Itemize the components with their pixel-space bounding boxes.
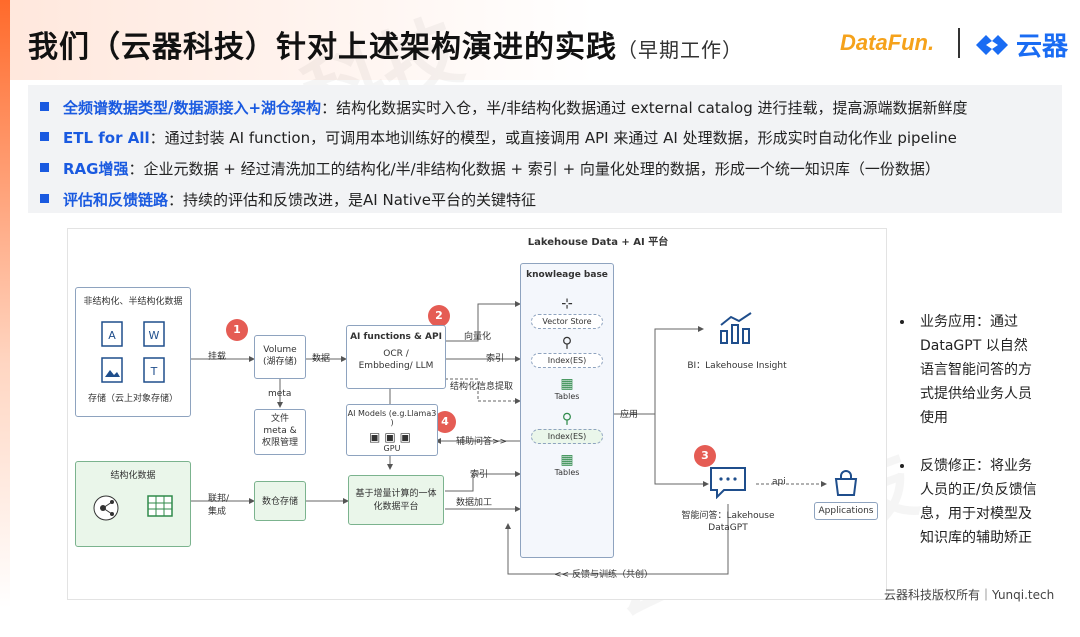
pdf-file-icon: A: [101, 321, 123, 347]
ai-models-title: AI Models (e.g.Llama3 ): [347, 409, 437, 427]
bar-chart-icon: [720, 312, 752, 344]
datafun-logo: DataFun.: [840, 30, 935, 55]
ai-models-box: AI Models (e.g.Llama3 ) ▣▣▣ GPU: [346, 404, 438, 456]
note-text: 反馈修正：将业务人员的正/负反馈信息，用于对模型及知识库的辅助矫正: [920, 458, 1037, 546]
data-label: 数据: [312, 354, 331, 364]
table-grid-icon: [147, 495, 173, 517]
smart-qa-label: 智能问答：Lakehouse DataGPT: [681, 511, 775, 533]
page-subtitle: （早期工作）: [617, 38, 743, 62]
incremental-platform-box: 基于增量计算的一体 化数据平台: [348, 475, 444, 525]
file-meta-box: 文件 meta & 权限管理: [254, 409, 306, 455]
svg-text:W: W: [149, 329, 160, 342]
table-icon: ▦: [560, 452, 574, 468]
image-file-icon: [101, 357, 123, 383]
marker-1: 1: [226, 319, 248, 341]
ai-functions-box: AI functions & API OCR / Embbeding/ LLM: [346, 325, 446, 389]
marker-3: 3: [694, 445, 716, 467]
knowledge-base-box: knowleage base ⊹ Vector Store ⚲ Index(ES…: [520, 263, 614, 558]
bullet-dot-icon: [900, 320, 904, 324]
gpu-chip-icon: ▣▣▣: [368, 430, 415, 444]
note-business-app: 业务应用：通过DataGPT 以自然语言智能问答的方式提供给业务人员使用: [900, 310, 1040, 430]
bi-label: BI：Lakehouse Insight: [687, 361, 787, 371]
index-label: 索引: [486, 354, 505, 364]
data-processing-label: 数据加工: [456, 498, 493, 508]
diagram-connectors: [191, 301, 827, 575]
knowledge-base-title: knowleage base: [526, 270, 608, 280]
bullet-item: 评估和反馈链路：持续的评估和反馈改进，是AI Native平台的关键特征: [40, 189, 536, 210]
structured-data-title: 结构化数据: [110, 471, 156, 481]
index-search-icon: ⚲: [561, 411, 573, 427]
connector-hub-icon: [93, 495, 119, 521]
bullet-item: RAG增强：企业元数据 + 经过清洗加工的结构化/半/非结构化数据 + 索引 +…: [40, 158, 940, 179]
text-file-icon: T: [143, 357, 165, 383]
applications-label: Applications: [814, 502, 878, 520]
vector-store-item: Vector Store: [531, 314, 603, 329]
svg-text:A: A: [108, 329, 116, 342]
unstructured-data-title: 非结构化、半结构化数据: [83, 297, 183, 307]
note-text: 业务应用：通过DataGPT 以自然语言智能问答的方式提供给业务人员使用: [920, 314, 1032, 426]
table-icon: ▦: [560, 376, 574, 392]
struct-extract-label: 结构化信息提取: [450, 382, 514, 392]
unstructured-data-box: 非结构化、半结构化数据 A W T 存储（云上对象存储）: [75, 287, 191, 417]
assist-qa-label: 辅助问答>>: [456, 437, 508, 447]
page-title: 我们（云器科技）针对上述架构演进的实践（早期工作）: [28, 30, 743, 65]
object-storage-caption: 存储（云上对象存储）: [87, 394, 178, 404]
vectorize-label: 向量化: [464, 332, 492, 342]
apply-label: 应用: [620, 410, 639, 420]
bullet-panel: 全频谱数据类型/数据源接入+湖仓架构：结构化数据实时入仓，半/非结构化数据通过 …: [28, 85, 1062, 213]
index-es-item: Index(ES): [531, 353, 603, 368]
logo-divider: [958, 28, 960, 58]
bullet-item: ETL for All：通过封装 AI function，可调用本地训练好的模型…: [40, 127, 957, 148]
gpu-label: GPU: [383, 444, 401, 453]
warehouse-storage-box: 数仓存储: [254, 481, 306, 521]
left-accent-bar: [0, 0, 10, 608]
marker-4: 4: [434, 411, 456, 433]
smart-qa-block: 智能问答：Lakehouse DataGPT: [668, 465, 788, 534]
header-background: [0, 0, 1080, 80]
tables-item: Tables: [554, 392, 580, 401]
bullet-dot-icon: [900, 464, 904, 468]
bullet-square-icon: [40, 102, 49, 111]
ai-functions-body: OCR / Embbeding/ LLM: [358, 349, 434, 371]
index-label-2: 索引: [470, 470, 489, 480]
bi-block: BI：Lakehouse Insight: [682, 311, 792, 371]
copyright-footer: 云器科技版权所有｜Yunqi.tech: [884, 588, 1055, 602]
structured-data-box: 结构化数据: [75, 461, 191, 547]
shopping-bag-icon: [834, 470, 858, 496]
yunqi-logo-icon: [976, 34, 1008, 55]
svg-text:T: T: [150, 365, 158, 378]
vector-store-icon: ⊹: [561, 296, 573, 312]
note-feedback: 反馈修正：将业务人员的正/负反馈信息，用于对模型及知识库的辅助矫正: [900, 454, 1040, 550]
platform-title: Lakehouse Data + AI 平台: [527, 237, 669, 248]
federate-label: 联邦/ 集成: [208, 494, 230, 517]
bullet-square-icon: [40, 194, 49, 203]
bullet-square-icon: [40, 132, 49, 141]
feedback-label: << 反馈与训练（共创）: [554, 570, 653, 580]
yunqi-logo: 云器: [974, 26, 1068, 63]
chat-bubble-icon: [710, 467, 746, 500]
mount-label: 挂载: [208, 352, 227, 362]
word-file-icon: W: [143, 321, 165, 347]
applications-block: Applications: [814, 469, 878, 520]
index-es-item-2: Index(ES): [531, 429, 603, 444]
bullet-square-icon: [40, 163, 49, 172]
index-search-icon: ⚲: [561, 335, 573, 351]
tables-item-2: Tables: [554, 468, 580, 477]
marker-2: 2: [428, 305, 450, 327]
architecture-diagram: Lakehouse Data + AI 平台 非结构化、半结构化数据 A W T…: [67, 228, 887, 600]
api-label: api: [772, 477, 786, 487]
volume-box: Volume (湖存储): [254, 335, 306, 379]
ai-functions-title: AI functions & API: [350, 332, 442, 342]
bullet-item: 全频谱数据类型/数据源接入+湖仓架构：结构化数据实时入仓，半/非结构化数据通过 …: [40, 97, 968, 118]
meta-label: meta: [268, 389, 292, 399]
